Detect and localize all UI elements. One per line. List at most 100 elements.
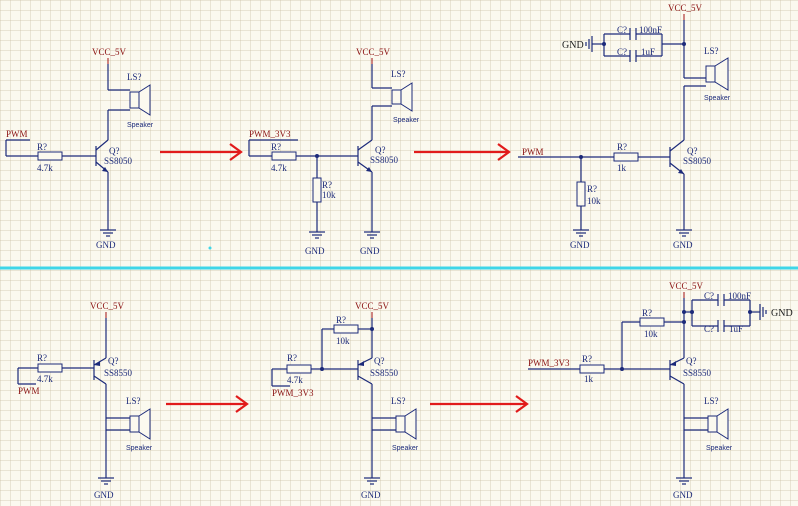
resistor-icon	[639, 317, 665, 327]
transistor-ref: Q?	[108, 356, 119, 366]
speaker-ref: LS?	[704, 396, 719, 406]
transistor-part: SS8550	[104, 368, 133, 378]
resistor-ref: R?	[336, 315, 346, 325]
gnd-label: GND	[570, 240, 590, 250]
transistor-part: SS8050	[104, 156, 133, 166]
gnd-label: GND	[562, 40, 584, 51]
resistor-icon	[333, 324, 359, 334]
speaker-icon	[129, 408, 151, 440]
speaker-ref: LS?	[127, 72, 142, 82]
circuit-pnp-basic: VCC_5V Q? SS8550 R? 4.7k PWM LS? Speaker	[17, 301, 153, 500]
ground-icon	[98, 477, 114, 485]
gnd-label: GND	[360, 246, 380, 256]
circuit-npn-pulldown: VCC_5V LS? Speaker PWM_3V3 R? 4.7k R? 10…	[248, 47, 420, 256]
ground-icon	[573, 229, 589, 237]
transistor-part: SS8550	[370, 368, 399, 378]
transistor-ref: Q?	[375, 145, 386, 155]
gnd-label: GND	[771, 308, 793, 319]
speaker-label: Speaker	[393, 117, 420, 124]
resistor-icon	[579, 364, 605, 374]
resistor-icon	[37, 363, 63, 373]
ground-icon	[364, 231, 380, 239]
transistor-ref: Q?	[687, 146, 698, 156]
speaker-ref: LS?	[126, 396, 141, 406]
resistor-value: 10k	[644, 329, 658, 339]
gnd-label: GND	[96, 240, 116, 250]
transistor-ref: Q?	[109, 146, 120, 156]
vcc-label: VCC_5V	[668, 3, 703, 13]
resistor-value: 1k	[617, 163, 627, 173]
vcc-label: VCC_5V	[90, 301, 125, 311]
speaker-label: Speaker	[704, 95, 731, 102]
capacitor-ref: C?	[617, 47, 627, 57]
capacitor-ref: C?	[704, 324, 714, 334]
resistor-ref: R?	[582, 354, 592, 364]
capacitor-ref: C?	[704, 291, 714, 301]
resistor-icon	[312, 177, 322, 203]
capacitor-ref: C?	[617, 25, 627, 35]
circuit-pnp-decoupled: VCC_5V C? 100nF C? 1uF GND R? 1	[528, 281, 793, 500]
transistor-part: SS8550	[683, 368, 712, 378]
capacitor-value: 1uF	[641, 47, 655, 57]
pnp-transistor-icon	[357, 357, 373, 385]
resistor-value: 4.7k	[37, 374, 53, 384]
capacitor-value: 100nF	[639, 25, 662, 35]
speaker-icon	[395, 408, 417, 440]
vcc-label: VCC_5V	[355, 301, 390, 311]
transistor-ref: Q?	[686, 356, 697, 366]
ground-icon	[100, 229, 116, 237]
resistor-icon	[286, 364, 312, 374]
pwm-label: PWM	[18, 386, 40, 396]
gnd-label: GND	[361, 490, 381, 500]
resistor-ref: R?	[287, 353, 297, 363]
arrow-icon	[414, 143, 511, 161]
resistor-ref: R?	[617, 142, 627, 152]
ground-icon	[759, 304, 767, 320]
ground-icon	[309, 231, 325, 239]
speaker-label: Speaker	[392, 445, 419, 452]
pwm-label: PWM_3V3	[249, 129, 291, 139]
npn-transistor-icon	[669, 139, 685, 175]
npn-transistor-icon	[95, 139, 109, 173]
resistor-value: 10k	[336, 336, 350, 346]
speaker-label: Speaker	[706, 445, 733, 452]
transistor-part: SS8050	[683, 156, 712, 166]
npn-transistor-icon	[357, 139, 373, 173]
gnd-label: GND	[94, 490, 114, 500]
cursor-dot	[208, 246, 212, 250]
resistor-ref: R?	[642, 308, 652, 318]
vcc-label: VCC_5V	[669, 281, 704, 291]
resistor-ref: R?	[271, 142, 281, 152]
resistor-ref: R?	[587, 184, 597, 194]
resistor-icon	[613, 152, 639, 162]
vcc-label: VCC_5V	[92, 47, 127, 57]
capacitor-value: 100nF	[728, 291, 751, 301]
ground-icon	[364, 477, 380, 485]
pwm-label: PWM_3V3	[528, 358, 570, 368]
pnp-transistor-icon	[669, 357, 685, 385]
junction-dot	[682, 320, 686, 324]
arrow-icon	[166, 395, 249, 413]
resistor-ref: R?	[322, 180, 332, 190]
pnp-transistor-icon	[93, 357, 107, 385]
arrow-icon	[160, 143, 243, 161]
arrow-icon	[430, 395, 529, 413]
resistor-value: 1k	[584, 374, 594, 384]
speaker-label: Speaker	[126, 445, 153, 452]
junction-dot	[690, 310, 694, 314]
resistor-value: 4.7k	[37, 163, 53, 173]
capacitor-value: 1uF	[729, 324, 743, 334]
transistor-ref: Q?	[374, 356, 385, 366]
speaker-ref: LS?	[391, 69, 406, 79]
circuit-npn-decoupled: VCC_5V C? 100nF C? 1uF GND LS?	[518, 3, 731, 250]
resistor-value: 10k	[322, 190, 336, 200]
pwm-label: PWM_3V3	[272, 388, 314, 398]
ground-icon	[585, 36, 593, 52]
pwm-label: PWM	[522, 147, 544, 157]
resistor-ref: R?	[37, 353, 47, 363]
ground-icon	[676, 477, 692, 485]
speaker-ref: LS?	[704, 46, 719, 56]
resistor-icon	[271, 151, 297, 161]
